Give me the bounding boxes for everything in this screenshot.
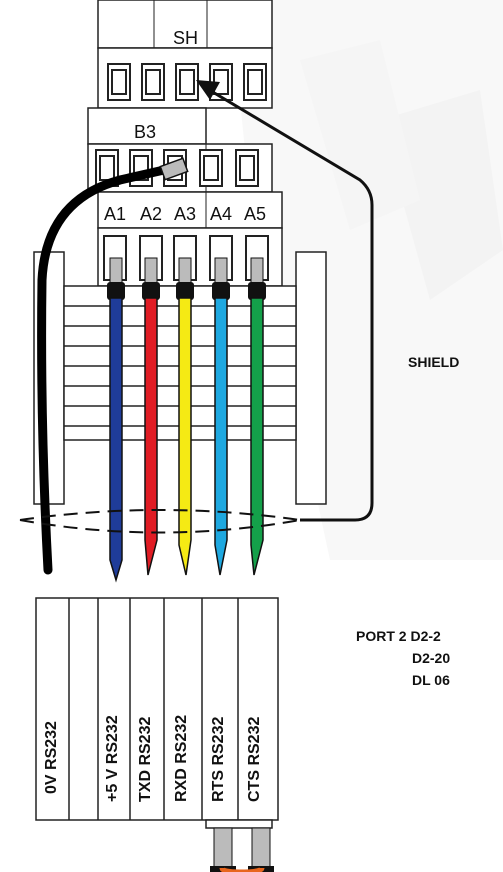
terminal-label-a3: A3 <box>174 204 197 224</box>
connector-label-0v: 0V RS232 <box>43 721 60 794</box>
background-watermark <box>230 0 503 560</box>
ground-ferrule <box>159 157 189 181</box>
port-line-2: D2-20 <box>412 650 451 666</box>
shield-wire <box>205 86 374 522</box>
shield-label: SHIELD <box>408 354 460 370</box>
terminal-label-a1: A1 <box>104 204 127 224</box>
shield-arrow <box>196 80 220 100</box>
terminal-label-a5: A5 <box>244 204 267 224</box>
signal-wires <box>107 257 266 583</box>
cable-sleeve <box>19 509 301 534</box>
rts-cts-jumper <box>210 827 274 872</box>
connector-label-5v: +5 V RS232 <box>104 715 121 802</box>
port-line-1: PORT 2 D2-2 <box>356 628 441 644</box>
terminal-label-a2: A2 <box>140 204 163 224</box>
sh-slots <box>107 63 267 101</box>
sh-label: SH <box>173 28 199 48</box>
rs232-connector <box>35 597 279 829</box>
connector-label-txd: TXD RS232 <box>137 716 154 802</box>
connector-label-rts: RTS RS232 <box>210 716 227 802</box>
ground-wire <box>37 165 169 575</box>
b3-label: B3 <box>134 122 157 142</box>
port-line-3: DL 06 <box>412 672 450 688</box>
connector-label-cts: CTS RS232 <box>246 716 263 802</box>
terminal-label-a4: A4 <box>210 204 233 224</box>
connector-label-rxd: RXD RS232 <box>173 714 190 802</box>
